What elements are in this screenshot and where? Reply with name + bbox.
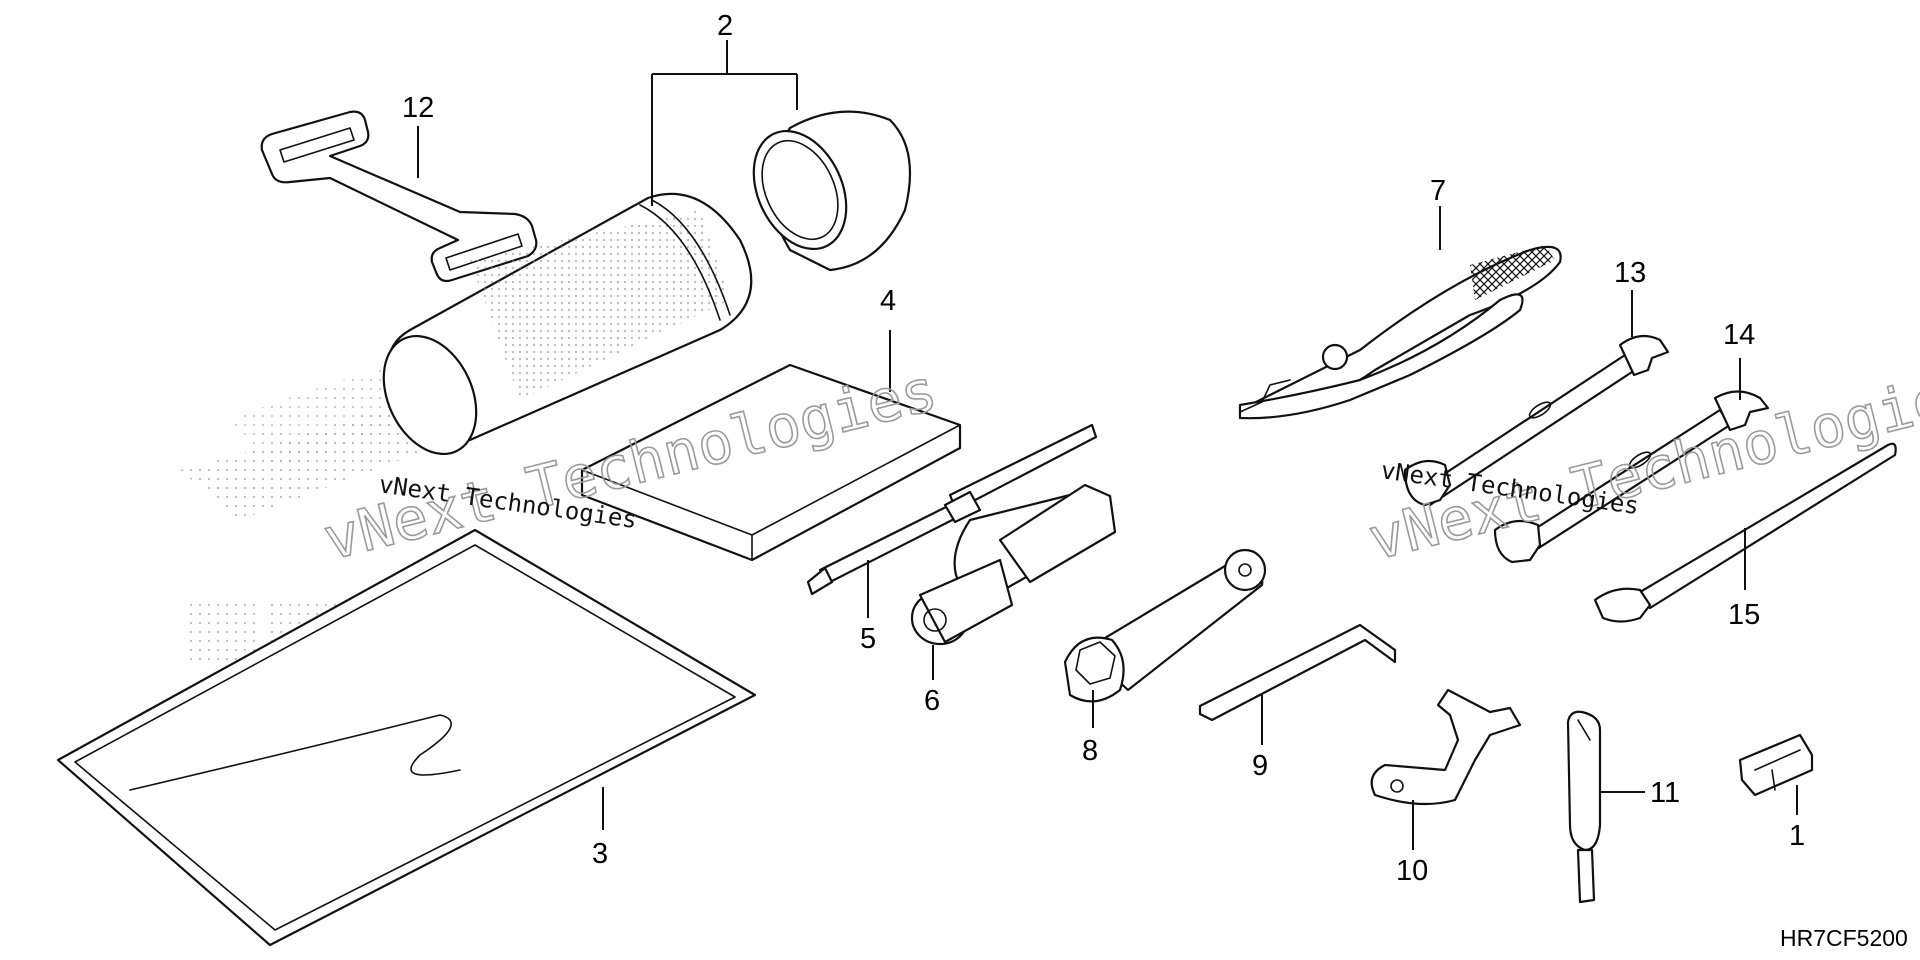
part-9-hex-wrench xyxy=(1198,623,1397,722)
callout-5: 5 xyxy=(860,623,876,655)
part-5-screwdriver xyxy=(806,423,1098,596)
part-11-screwdriver xyxy=(1566,710,1602,904)
callout-12: 12 xyxy=(402,92,434,124)
callout-14: 14 xyxy=(1723,319,1755,351)
part-14-wrench xyxy=(1493,390,1770,564)
callout-11: 11 xyxy=(1650,777,1680,809)
part-13-wrench xyxy=(1403,334,1670,507)
callout-1: 1 xyxy=(1789,820,1805,852)
part-4-owners-manual xyxy=(580,363,962,562)
part-12-strap xyxy=(260,110,538,283)
part-1-fuse-clip xyxy=(1738,733,1814,797)
part-15-bar-wrench xyxy=(1593,442,1897,623)
part-3-plastic-bag xyxy=(56,528,757,947)
part-6-screwdriver-handle xyxy=(910,483,1117,646)
diagram-code: HR7CF5200 xyxy=(1780,925,1908,951)
callout-numbers: 2 12 4 3 5 6 8 9 10 11 1 7 13 14 15 xyxy=(402,10,1805,887)
part-2-tool-bag xyxy=(382,110,912,456)
callout-15: 15 xyxy=(1728,599,1760,631)
callout-13: 13 xyxy=(1614,257,1646,289)
callout-8: 8 xyxy=(1082,735,1098,767)
leader-lines xyxy=(417,40,1798,850)
callout-10: 10 xyxy=(1396,855,1428,887)
part-10-pin-spanner xyxy=(1370,688,1522,806)
callout-2: 2 xyxy=(717,10,733,42)
callout-7: 7 xyxy=(1430,175,1446,207)
part-7-pliers xyxy=(1238,245,1562,420)
callout-6: 6 xyxy=(924,685,940,717)
callout-4: 4 xyxy=(880,285,896,317)
part-8-plug-wrench xyxy=(1063,548,1267,703)
callout-3: 3 xyxy=(592,838,608,870)
callout-9: 9 xyxy=(1252,750,1268,782)
